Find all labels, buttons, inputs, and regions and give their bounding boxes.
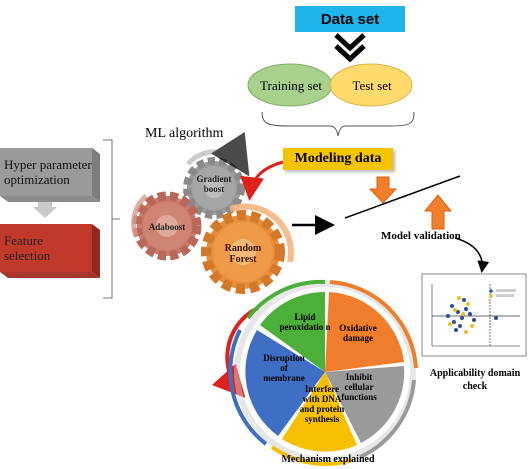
modeling-data-box: Modeling data	[283, 148, 393, 170]
oxidative-damage-segment	[325, 292, 404, 372]
applicability-domain-plot	[421, 273, 527, 357]
ml-algorithm-title: ML algorithm	[145, 126, 224, 141]
dataset-box: Data set	[295, 6, 405, 32]
random-forest-label: Random Forest	[224, 243, 262, 265]
interfere-dna-label: Interfere with DNA and protein synthesis	[299, 384, 345, 424]
down-arrow-icon	[33, 200, 57, 218]
test-set-ellipse	[329, 63, 413, 107]
modeling-to-ml-arrow	[240, 160, 284, 201]
adaboost-label: Adaboost	[148, 222, 186, 232]
interfere-dna-segment	[282, 372, 357, 452]
brace	[261, 111, 415, 137]
test-set-label: Test set	[352, 77, 392, 93]
hyperparameter-box: Hyper parameter optimization	[0, 148, 92, 196]
validation-to-applicability-arrow	[454, 237, 490, 273]
double-chevron-down-icon	[334, 33, 366, 63]
feature-selection-box: Feature selection	[0, 224, 92, 272]
lipid-peroxidation-label: Lipid peroxidatio n	[279, 312, 331, 332]
lipid-peroxidation-segment	[260, 291, 325, 372]
validation-line	[344, 175, 461, 219]
inhibit-cellular-segment	[325, 366, 405, 443]
disruption-membrane-label: Disruption of membrane	[263, 353, 305, 383]
disruption-membrane-segment	[245, 330, 325, 436]
mechanism-title: Mechanism explained	[281, 454, 375, 465]
ml-to-mechanism-arrow	[212, 306, 259, 398]
model-validation-label: Model validation	[381, 230, 461, 242]
inhibit-cellular-label: Inhibit cellular functions	[341, 372, 377, 402]
left-bracket	[103, 139, 113, 299]
down-arrow-orange-icon	[368, 176, 398, 204]
training-set-label: Training set	[260, 77, 322, 93]
gradient-boost-label: Gradient boost	[196, 174, 232, 194]
applicability-domain-label: Applicability domain check	[429, 368, 521, 392]
mechanism-pie	[228, 279, 418, 466]
up-arrow-orange-icon	[423, 194, 453, 230]
adaboost-gear-icon	[132, 191, 202, 261]
oxidative-damage-label: Oxidative damage	[339, 323, 377, 343]
random-forest-gear-icon	[201, 210, 285, 294]
